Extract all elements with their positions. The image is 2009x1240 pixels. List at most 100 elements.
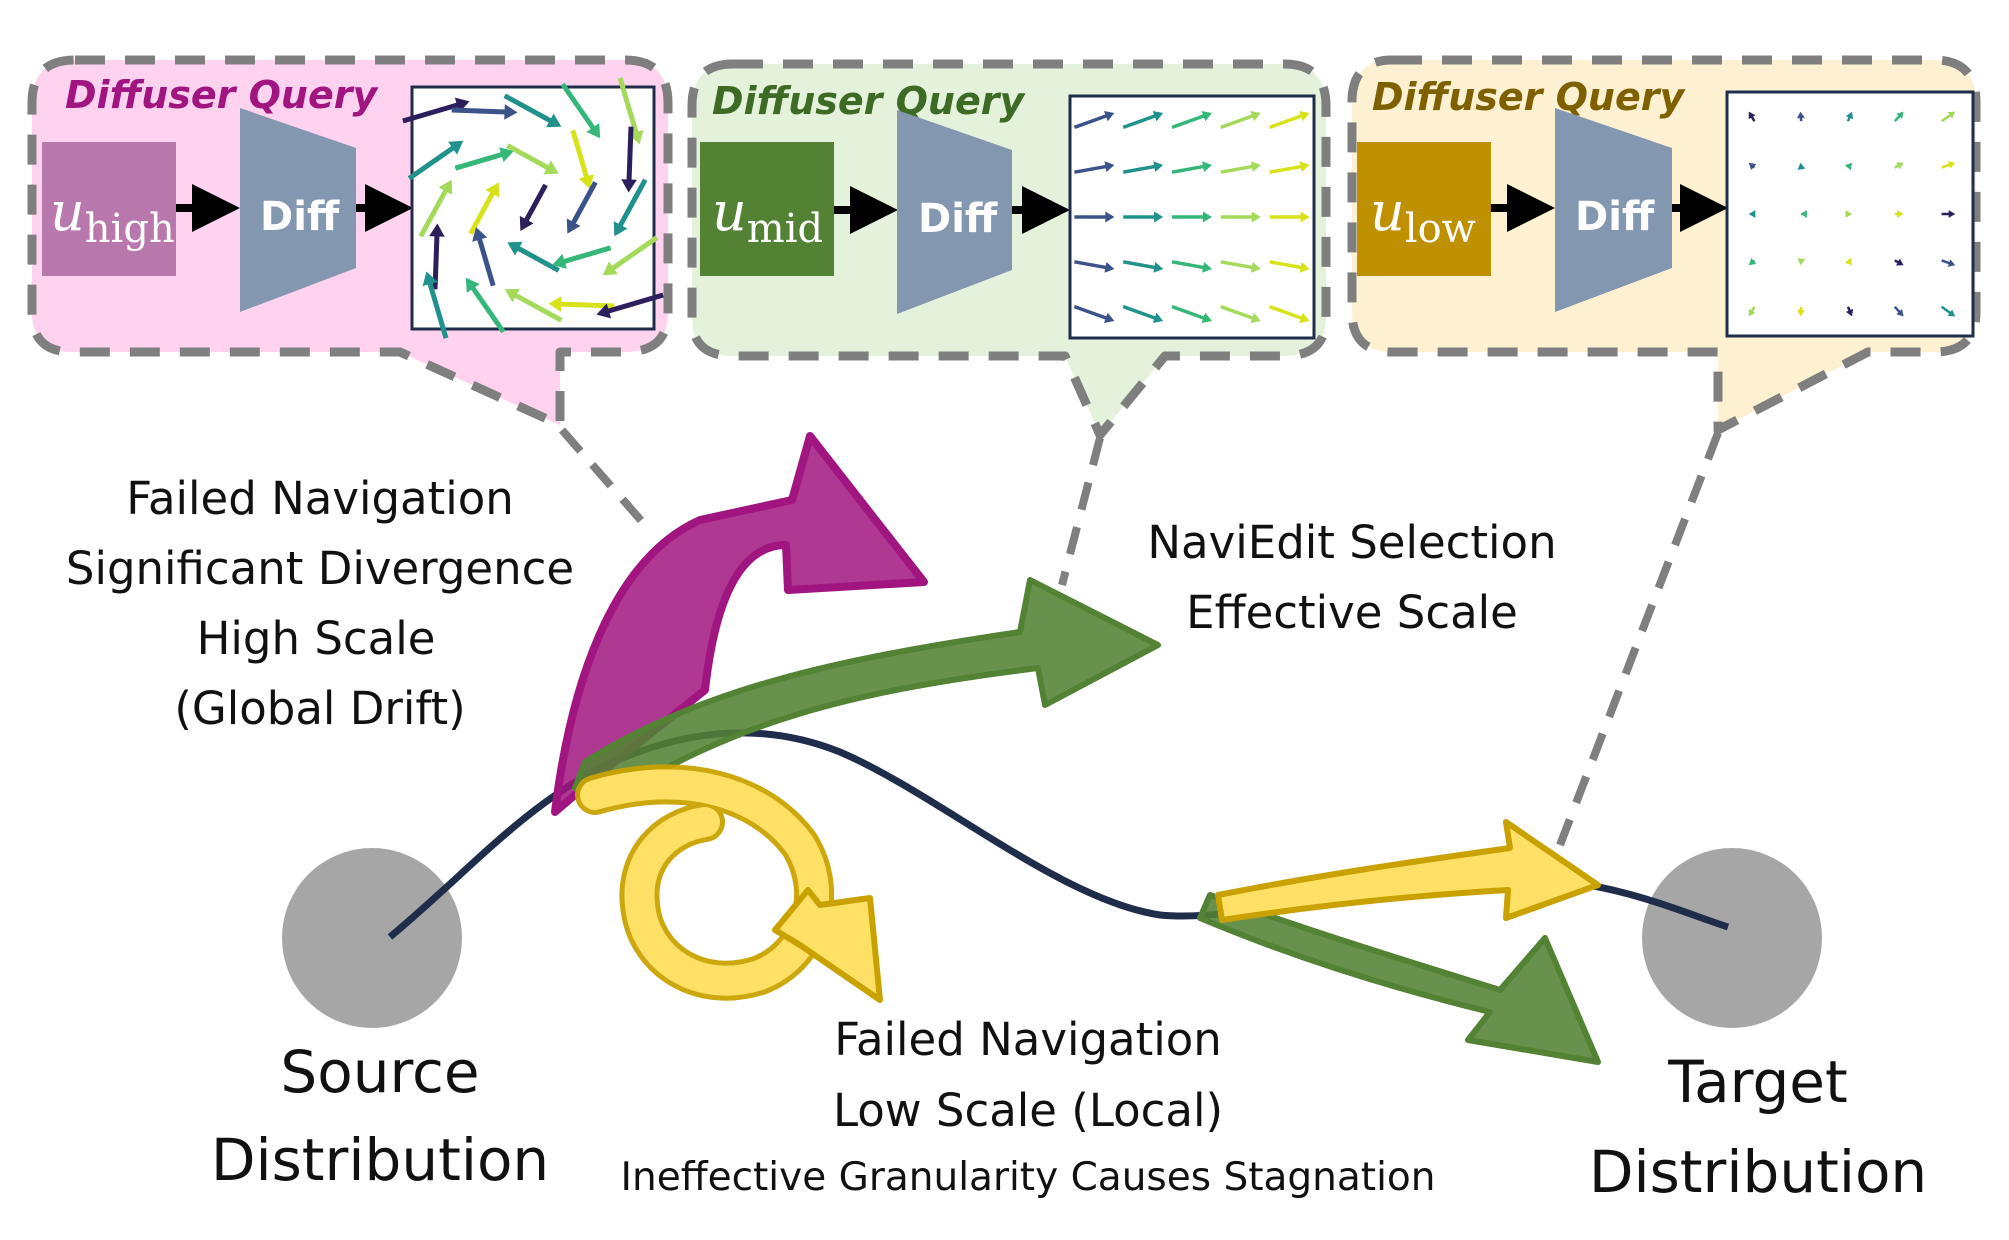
source-label: Source Distribution: [211, 1038, 549, 1194]
field-arrow-head: [1748, 111, 1756, 120]
field-arrow-head: [1152, 110, 1164, 122]
field-arrow-head: [504, 288, 520, 303]
field-arrow: [615, 178, 648, 233]
field-arrow-head: [1797, 111, 1805, 119]
field-arrow-head: [586, 123, 601, 139]
svg-text:NaviEdit Selection: NaviEdit Selection: [1147, 516, 1556, 569]
field-arrow: [467, 281, 506, 334]
svg-text:Ineffective Granularity Causes: Ineffective Granularity Causes Stagnatio…: [621, 1155, 1436, 1200]
field-arrow: [475, 232, 496, 287]
field-arrow-head: [578, 174, 594, 189]
field-arrow: [506, 143, 555, 173]
connector-high: [558, 427, 649, 528]
field-arrow-head: [1947, 161, 1956, 169]
field-arrow: [402, 100, 465, 124]
field-arrow: [1122, 304, 1159, 321]
field-arrow: [1073, 304, 1110, 321]
field-arrow: [1940, 114, 1952, 123]
field-arrow-head: [1153, 161, 1164, 172]
panel-high-title: Diffuser Query: [65, 73, 379, 117]
effective-scale-label: NaviEdit Selection Effective Scale: [1147, 516, 1556, 639]
field-arrow: [451, 107, 512, 115]
field-arrow: [1171, 304, 1207, 321]
field-arrow-head: [1299, 262, 1310, 273]
diff-block-high: [240, 108, 356, 312]
field-arrow-head: [1250, 262, 1261, 273]
field-arrow-head: [1748, 308, 1756, 317]
field-arrow-head: [1845, 308, 1854, 317]
field-arrow-head: [1202, 262, 1212, 273]
svg-text:Target: Target: [1667, 1048, 1847, 1116]
target-circle: [1642, 848, 1822, 1028]
field-arrow-head: [1845, 210, 1852, 218]
field-arrow-head: [1250, 312, 1261, 324]
field-arrow: [1941, 163, 1950, 169]
diff-block-low-label: Diff: [1575, 194, 1655, 240]
field-arrow-head: [1845, 111, 1854, 120]
field-arrow: [1269, 113, 1305, 130]
svg-text:Low Scale (Local): Low Scale (Local): [833, 1084, 1223, 1137]
field-arrow: [1122, 113, 1159, 130]
target-label: Target Distribution: [1589, 1048, 1927, 1206]
panel-low: Diffuser Query ulow Diff: [1347, 55, 1981, 435]
vector-field-mid-arrows: [1073, 110, 1310, 324]
field-arrow: [1940, 305, 1952, 314]
panel-high: Diffuser Query uhigh Diff: [27, 55, 673, 430]
field-arrow-head: [1201, 312, 1212, 324]
field-arrow: [454, 150, 509, 171]
field-arrow-head: [519, 215, 534, 232]
field-arrow: [1122, 260, 1158, 270]
field-arrow: [1269, 164, 1305, 174]
svg-text:Significant Divergence: Significant Divergence: [66, 542, 574, 595]
field-arrow-head: [621, 179, 637, 193]
field-arrow-head: [1797, 309, 1805, 317]
field-arrow-head: [1201, 110, 1212, 122]
field-arrow-head: [465, 277, 480, 293]
field-arrow: [508, 290, 563, 323]
field-arrow-head: [546, 113, 562, 128]
field-arrow-head: [602, 261, 618, 276]
field-arrow: [1269, 260, 1305, 270]
field-arrow-head: [1896, 111, 1904, 120]
svg-text:Distribution: Distribution: [1589, 1138, 1927, 1206]
field-arrow: [1122, 164, 1158, 174]
field-arrow: [560, 82, 599, 135]
field-arrow: [503, 93, 558, 126]
field-arrow-head: [504, 104, 518, 120]
diff-block-mid: [897, 110, 1012, 314]
field-arrow-head: [1202, 161, 1212, 172]
input-u-low: [1357, 142, 1491, 276]
field-arrow-head: [1154, 211, 1164, 223]
low-scale-arrow-target: [1215, 819, 1601, 923]
input-u-high-label: uhigh: [50, 180, 175, 252]
field-arrow: [468, 186, 498, 235]
field-arrow-head: [1153, 262, 1164, 273]
field-arrow: [1220, 260, 1256, 270]
field-arrow: [626, 126, 634, 187]
field-arrow-head: [1299, 110, 1310, 122]
field-arrow-head: [1103, 110, 1115, 122]
field-arrow-head: [499, 147, 514, 163]
field-arrow-head: [1948, 210, 1956, 218]
field-arrow: [617, 77, 641, 140]
field-arrow-head: [1748, 162, 1757, 170]
field-arrow-head: [438, 179, 453, 195]
connector-mid: [1058, 436, 1104, 587]
field-arrow-head: [485, 182, 500, 198]
source-circle: [282, 848, 462, 1028]
field-arrow-head: [543, 160, 559, 175]
field-arrow-head: [1748, 258, 1757, 266]
field-arrow-head: [448, 140, 464, 155]
field-arrow-head: [1748, 210, 1756, 218]
field-arrow-head: [1299, 312, 1310, 324]
field-arrow: [1750, 306, 1756, 312]
panel-mid-title: Diffuser Query: [712, 79, 1026, 123]
field-arrow-head: [1299, 161, 1310, 172]
high-scale-arrow: [551, 432, 928, 816]
field-arrow-head: [1104, 161, 1115, 172]
field-arrow: [425, 276, 449, 339]
field-arrow-head: [1800, 210, 1807, 218]
field-arrow-head: [1896, 258, 1904, 266]
field-arrow: [1074, 164, 1109, 174]
